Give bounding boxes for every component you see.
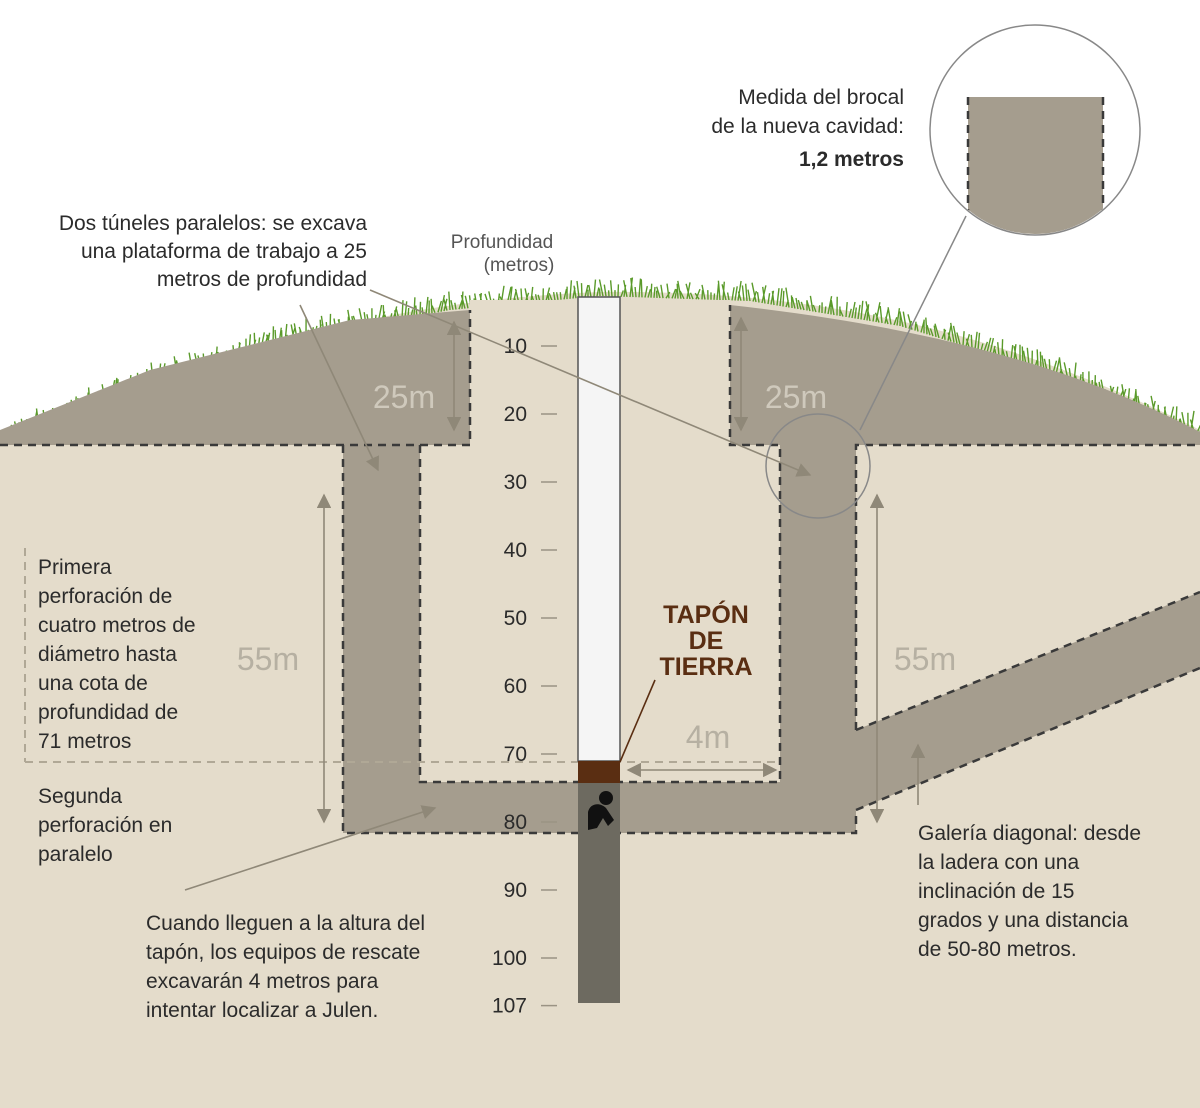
annotation-line: de la nueva cavidad: (711, 115, 904, 138)
zoom-small-circle (765, 413, 871, 519)
depth-tick-label: 10 (504, 335, 527, 358)
annotation-line: excavarán 4 metros para (146, 970, 379, 993)
annotation-line: Cuando lleguen a la altura del (146, 912, 425, 935)
zoom-detail (966, 97, 1105, 234)
annotation-line: tapón, los equipos de rescate (146, 941, 420, 964)
depth-tick-label: 100 (492, 947, 527, 970)
annotation-line: Medida del brocal (738, 86, 904, 109)
depth-tick-label: 30 (504, 471, 527, 494)
annotation-line: perforación en (38, 814, 172, 837)
dim-4m: 4m (686, 719, 730, 755)
right-upper-tunnel-shape (730, 305, 1200, 445)
zoom-connector-line (859, 215, 967, 431)
tunnel-outlines (0, 305, 1200, 835)
annotation-mouth-bold: 1,2 metros (799, 148, 904, 171)
dim-left-25m: 25m (373, 379, 435, 415)
annotation-rescue: Cuando lleguen a la altura del tapón, los… (146, 912, 425, 1022)
depth-tick-label: 107 (492, 995, 527, 1018)
annotation-line: la ladera con una (918, 851, 1079, 874)
depth-tick-label: 70 (504, 743, 527, 766)
annotation-second-drill: Segunda perforación en paralelo (38, 785, 172, 866)
axis-title-line2: (metros) (484, 255, 555, 276)
well-empty-section (577, 296, 621, 762)
tunnel-shape (0, 310, 470, 445)
depth-tick-label: 40 (504, 539, 527, 562)
dimension-arrows (316, 316, 885, 824)
depth-tick-label: 60 (504, 675, 527, 698)
dim-right-55m: 55m (894, 641, 956, 677)
annotation-line: diámetro hasta (38, 643, 177, 666)
plug-label-line2: DE (689, 627, 724, 655)
annotation-line: paralelo (38, 843, 113, 866)
annotation-gallery: Galería diagonal: desde la ladera con una… (918, 822, 1141, 961)
depth-tick-label: 80 (504, 811, 527, 834)
annotation-line: profundidad de (38, 701, 178, 724)
child-figure-icon (588, 791, 614, 830)
depth-tick-label: 90 (504, 879, 527, 902)
dim-right-25m: 25m (765, 379, 827, 415)
annotation-first-drill: Primera perforación de cuatro metros de diá… (38, 556, 196, 753)
annotation-line: Dos túneles paralelos: se excava (59, 212, 367, 235)
annotation-line: una plataforma de trabajo a 25 (81, 240, 367, 263)
right-vertical-tunnel (780, 445, 856, 833)
annotation-line: 71 metros (38, 730, 131, 753)
depth-tick-label: 20 (504, 403, 527, 426)
annotation-line: de 50-80 metros. (918, 938, 1077, 961)
earth-plug (578, 761, 620, 783)
annotation-line: grados y una distancia (918, 909, 1128, 932)
annotation-line: metros de profundidad (157, 268, 367, 291)
annotation-line: inclinación de 15 (918, 880, 1074, 903)
annotation-mouth: Medida del brocal de la nueva cavidad: 1,2… (711, 86, 904, 171)
annotation-line: Galería diagonal: desde (918, 822, 1141, 845)
annotation-line: Segunda (38, 785, 122, 808)
annotation-line: una cota de (38, 672, 148, 695)
annotation-line: intentar localizar a Julen. (146, 999, 378, 1022)
annotation-line: cuatro metros de (38, 614, 196, 637)
axis-title-line1: Profundidad (451, 232, 553, 253)
depth-tick-label: 50 (504, 607, 527, 630)
plug-label-line3: TIERRA (659, 653, 752, 681)
annotation-tunnels: Dos túneles paralelos: se excava una plat… (59, 212, 367, 291)
depth-axis: 10 20 30 40 50 60 70 80 90 100 107 (492, 335, 557, 1018)
annotation-line: perforación de (38, 585, 172, 608)
plug-label-line1: TAPÓN (663, 599, 749, 629)
leader-lines (184, 289, 926, 891)
annotation-line: Primera (38, 556, 112, 579)
dim-left-55m: 55m (237, 641, 299, 677)
diagonal-gallery (856, 592, 1200, 810)
plug-leader-line (619, 679, 656, 763)
left-vertical-tunnel (343, 445, 420, 833)
